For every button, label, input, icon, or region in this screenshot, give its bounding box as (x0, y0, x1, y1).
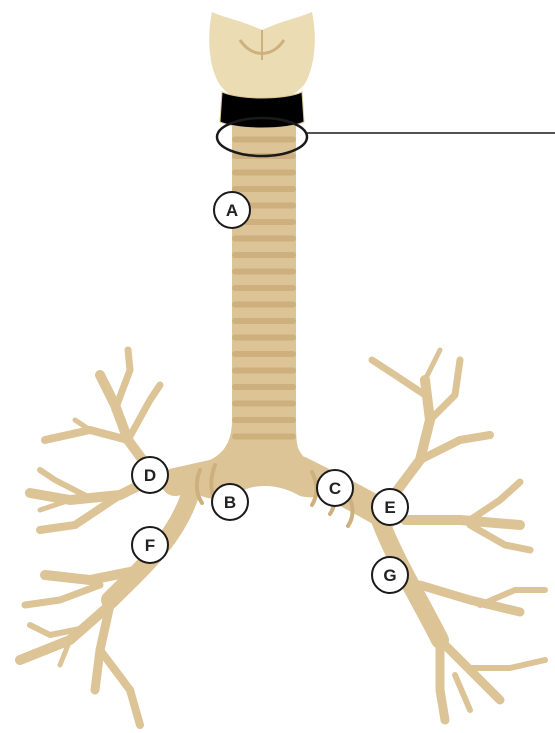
tracheal-ring (232, 368, 296, 374)
tracheal-ring (232, 351, 296, 357)
label-g-text: G (383, 566, 396, 585)
label-c[interactable]: C (317, 470, 353, 506)
tracheal-ring (232, 252, 296, 258)
tracheal-ring (232, 186, 296, 192)
label-f[interactable]: F (132, 527, 168, 563)
larynx (209, 12, 315, 128)
tracheal-ring (232, 137, 296, 143)
tracheal-ring (232, 269, 296, 275)
tracheal-ring (232, 302, 296, 308)
trachea-tube (232, 112, 296, 442)
tracheal-ring (232, 318, 296, 324)
tracheal-ring (232, 417, 296, 423)
label-d-text: D (144, 466, 156, 485)
label-f-text: F (145, 536, 155, 555)
tracheal-ring (232, 285, 296, 291)
trachea (232, 112, 296, 442)
label-a-text: A (226, 201, 238, 220)
left-upper-branches (30, 350, 160, 530)
label-b-text: B (224, 493, 236, 512)
tracheal-ring (232, 384, 296, 390)
label-c-text: C (329, 479, 341, 498)
label-d[interactable]: D (132, 457, 168, 493)
label-e[interactable]: E (372, 489, 408, 525)
tracheal-ring (232, 170, 296, 176)
tracheal-ring (232, 236, 296, 242)
right-lower-branches (420, 585, 545, 720)
label-g[interactable]: G (372, 557, 408, 593)
tracheal-ring (232, 434, 296, 440)
tracheal-ring (232, 335, 296, 341)
label-a[interactable]: A (214, 192, 250, 228)
tracheal-ring (232, 401, 296, 407)
label-b[interactable]: B (212, 484, 248, 520)
label-e-text: E (384, 498, 395, 517)
